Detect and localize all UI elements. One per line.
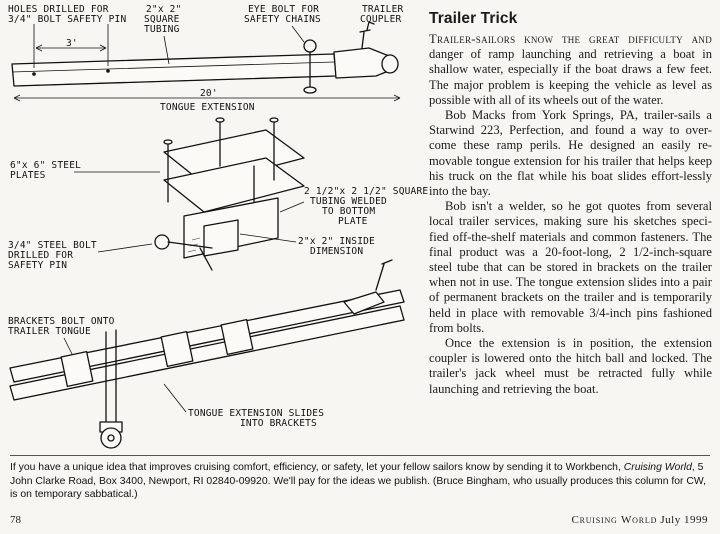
article-paragraph-3: Bob isn't a welder, so he got quotes fro… — [429, 199, 712, 335]
label-holes-1: HOLES DRILLED FOR — [8, 4, 109, 15]
note-magazine-name: Cruising World — [623, 462, 692, 473]
technical-drawing: HOLES DRILLED FOR 3/4" BOLT SAFETY PIN 2… — [8, 4, 428, 449]
label-inside-2: DIMENSION — [310, 246, 363, 257]
label-welded-1: 2 1/2"x 2 1/2" SQUARE — [304, 186, 428, 197]
label-coupler-1: TRAILER — [362, 4, 404, 15]
trailer-tongue-illustration: HOLES DRILLED FOR 3/4" BOLT SAFETY PIN 2… — [4, 2, 428, 449]
label-eyebolt-1: EYE BOLT FOR — [248, 4, 319, 15]
article-paragraph-1: Trailer-sailors know the great difficult… — [429, 32, 712, 108]
label-plates-2: PLATES — [10, 170, 46, 181]
article-title: Trailer Trick — [429, 10, 518, 27]
label-20ft: 20' — [200, 88, 218, 99]
label-brackets-1: BRACKETS BOLT ONTO — [8, 316, 115, 327]
note-text-b: , 5 John Clarke Road, Box 3400, Newport,… — [10, 462, 707, 501]
article-column: Trailer Trick Trailer-sailors know the g… — [429, 10, 712, 397]
label-inside-1: 2"x 2" INSIDE — [298, 236, 375, 247]
label-tubing-1: 2"x 2" — [146, 4, 182, 15]
submission-note: If you have a unique idea that improves … — [10, 455, 710, 502]
label-bolt-2: DRILLED FOR — [8, 250, 73, 261]
label-holes-2: 3/4" BOLT SAFETY PIN — [8, 14, 126, 25]
label-tubing-3: TUBING — [144, 24, 180, 35]
label-slides-2: INTO BRACKETS — [240, 418, 317, 429]
label-3ft: 3' — [66, 38, 78, 49]
article-paragraph-1-text: danger of ramp launching and retrieving … — [429, 47, 712, 107]
issue-date: July 1999 — [660, 514, 708, 526]
label-bolt-3: SAFETY PIN — [8, 260, 67, 271]
label-eyebolt-2: SAFETY CHAINS — [244, 14, 321, 25]
bracket-detail-drawing — [154, 117, 305, 271]
label-tubing-2: SQUARE — [144, 14, 180, 25]
trailer-tongue-drawing — [9, 259, 405, 449]
label-coupler-2: COUPLER — [360, 14, 402, 25]
label-tongue-extension: TONGUE EXTENSION — [160, 102, 255, 113]
label-welded-4: PLATE — [338, 216, 368, 227]
label-bolt-1: 3/4" STEEL BOLT — [8, 240, 97, 251]
note-divider — [10, 455, 710, 456]
label-brackets-2: TRAILER TONGUE — [8, 326, 91, 337]
note-text-a: If you have a unique idea that improves … — [10, 462, 621, 473]
article-lead-in: Trailer-sailors know the great difficult… — [429, 32, 712, 46]
article-paragraph-4: Once the extension is in position, the e… — [429, 336, 712, 396]
article-paragraph-2: Bob Macks from York Springs, PA, trailer… — [429, 108, 712, 199]
label-plates-1: 6"x 6" STEEL — [10, 160, 81, 171]
label-slides-1: TONGUE EXTENSION SLIDES — [188, 408, 324, 419]
page-number: 78 — [10, 514, 21, 526]
magazine-footer: Cruising World July 1999 — [571, 514, 708, 526]
label-welded-3: TO BOTTOM — [322, 206, 375, 217]
magazine-name: Cruising World — [571, 514, 658, 526]
tongue-extension-drawing — [11, 21, 399, 94]
label-welded-2: TUBING WELDED — [310, 196, 387, 207]
